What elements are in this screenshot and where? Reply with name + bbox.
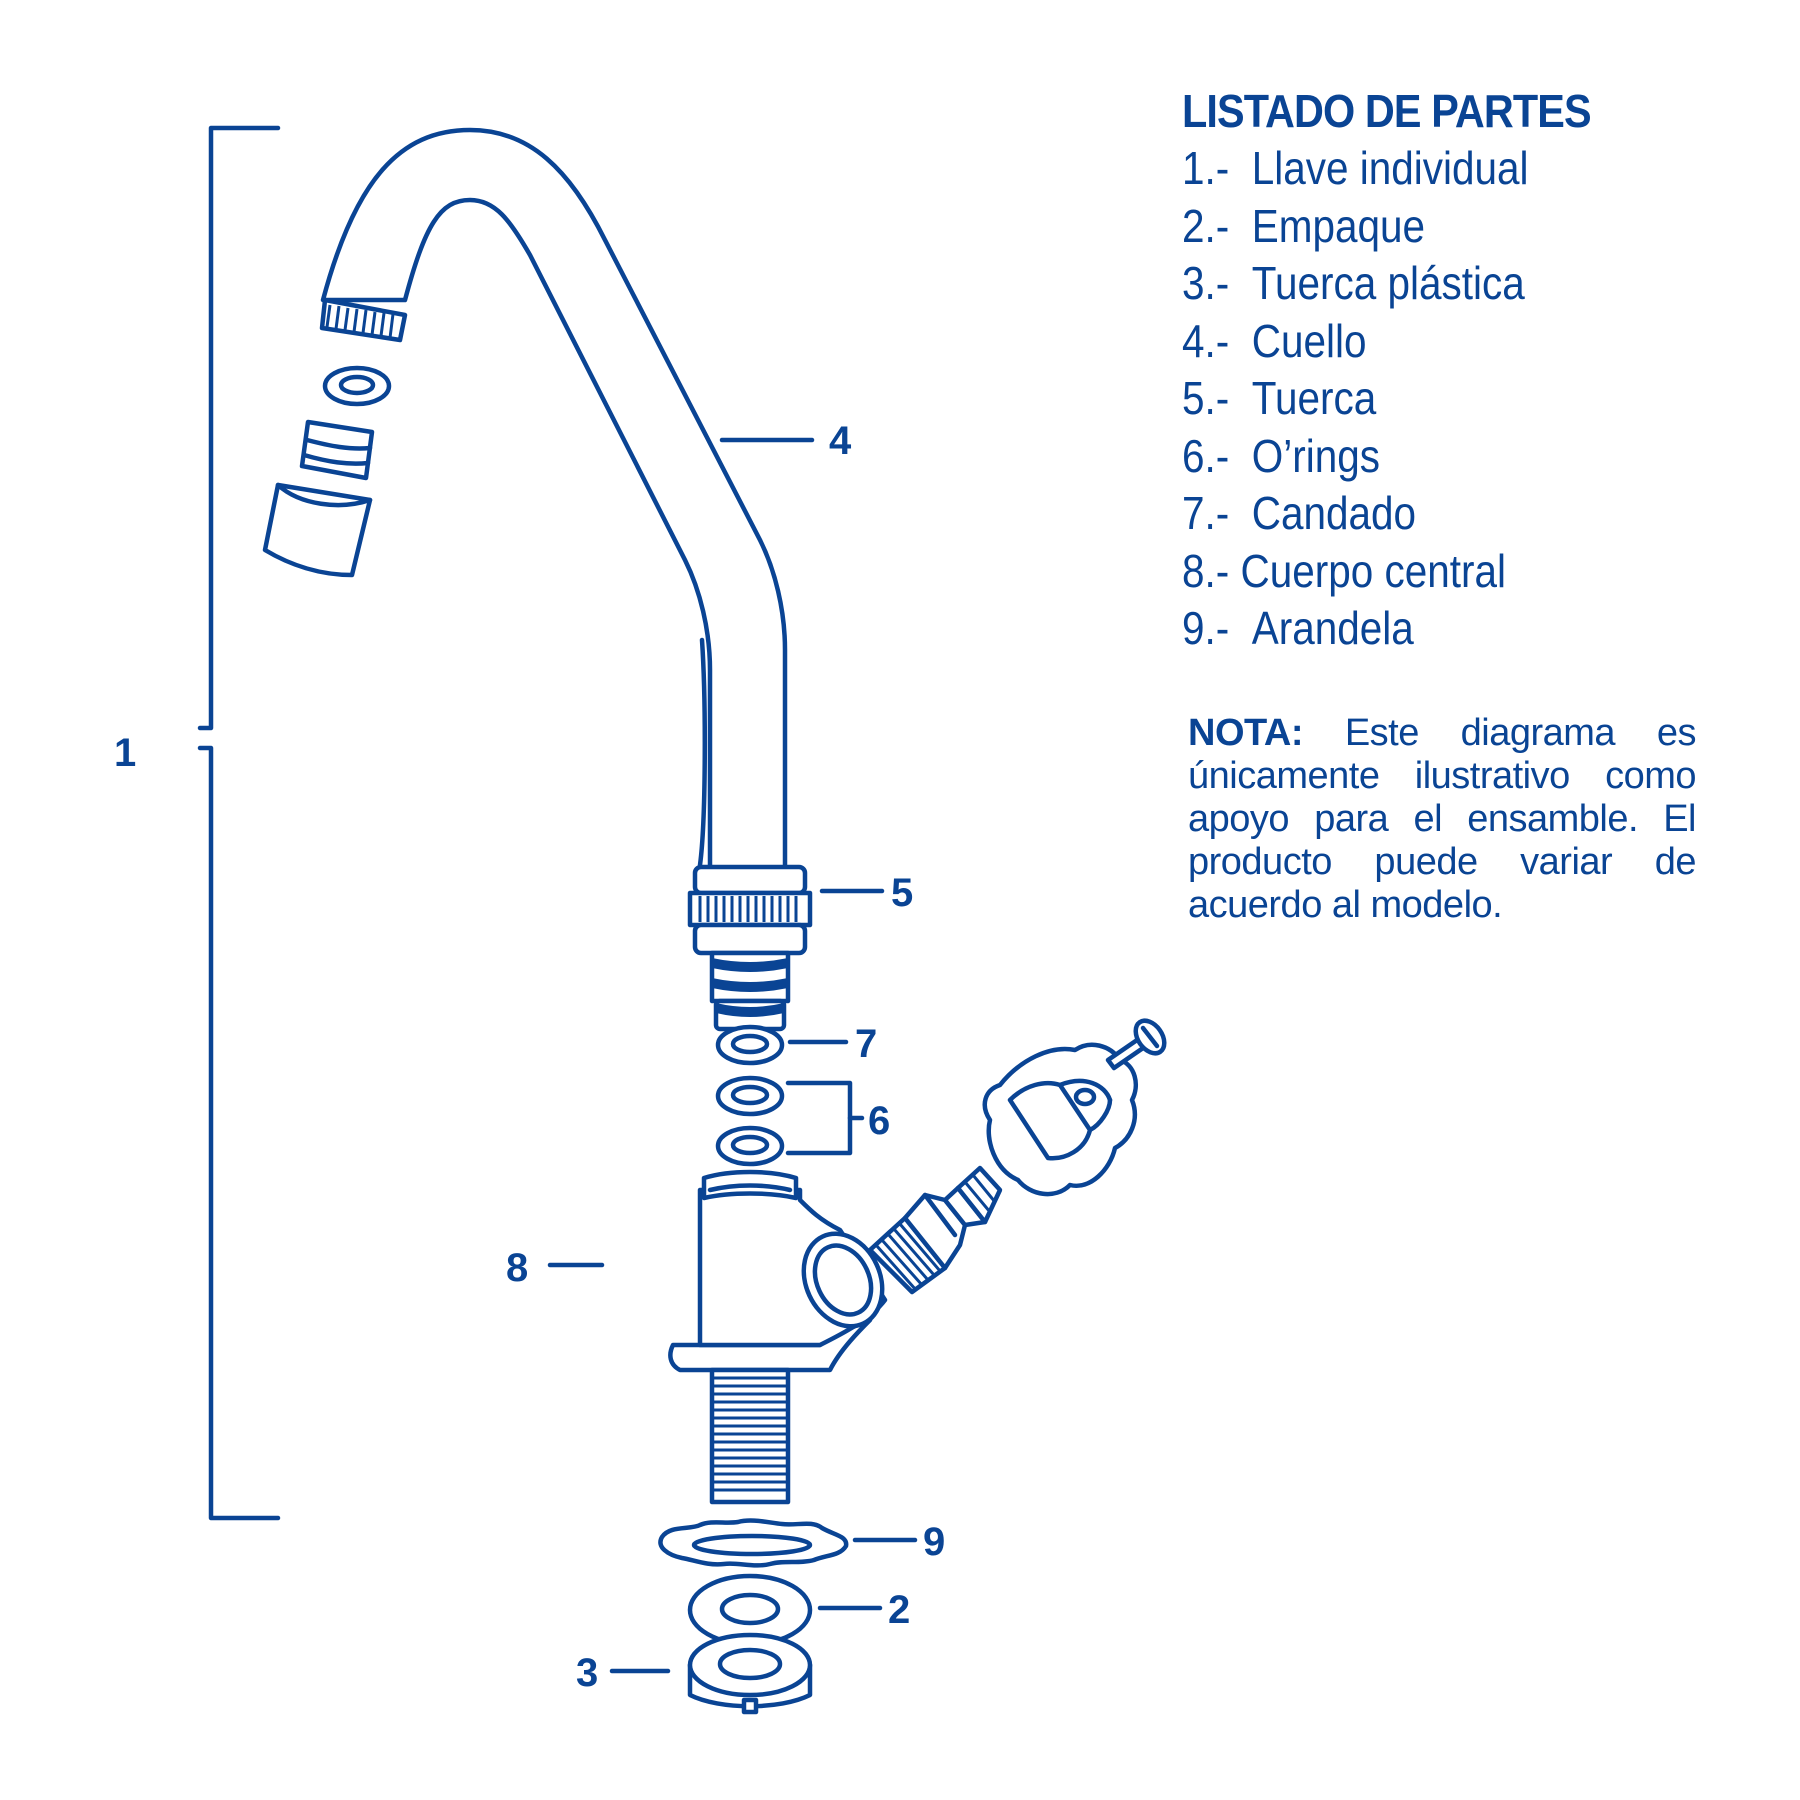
parts-list: LISTADO DE PARTES 1.- Llave individual 2…: [1182, 84, 1742, 658]
valve-cartridge: [867, 1165, 1003, 1295]
callout-6: 6: [868, 1099, 890, 1143]
part-item: 6.- O’rings: [1182, 429, 1380, 482]
callout-2: 2: [888, 1588, 910, 1632]
screw: [1105, 1018, 1167, 1071]
parts-list-items: 1.- Llave individual 2.- Empaque 3.- Tue…: [1182, 140, 1742, 658]
gasket: [687, 1573, 813, 1647]
callout-1: 1: [114, 731, 136, 775]
washer: [658, 1518, 849, 1568]
callout-3: 3: [576, 1651, 598, 1695]
part-item: 4.- Cuello: [1182, 314, 1367, 367]
nut: [687, 864, 813, 956]
callout-labels: 1 4 5 7 6 8 9 2 3: [114, 419, 945, 1695]
part-item: 9.- Arandela: [1182, 602, 1414, 654]
part-item: 3.- Tuerca plástica: [1182, 257, 1525, 309]
plastic-nut: [687, 1632, 813, 1715]
assembly-bracket: [197, 125, 281, 1521]
callout-4: 4: [829, 419, 852, 463]
callout-5: 5: [891, 871, 913, 915]
part-item: 5.- Tuerca: [1182, 372, 1377, 424]
callout-8: 8: [506, 1246, 528, 1290]
callout-7: 7: [855, 1022, 877, 1066]
note-text: Este diagrama es únicamente ilustrativo …: [1188, 712, 1697, 926]
lock-ring: [715, 1024, 785, 1066]
part-item: 2.- Empaque: [1182, 199, 1426, 252]
aerator-cap: [262, 482, 373, 578]
part-item: 1.- Llave individual: [1182, 142, 1529, 194]
o-rings: [715, 1075, 785, 1167]
neck-base-orings: [709, 950, 791, 1032]
parts-list-title: LISTADO DE PARTES: [1182, 85, 1592, 137]
part-item: 8.- Cuerpo central: [1182, 544, 1507, 597]
threaded-shank: [709, 1367, 791, 1505]
aerator-screen: [299, 419, 375, 481]
faucet-neck: [319, 127, 788, 873]
handle-knob: [982, 1042, 1138, 1197]
callout-9: 9: [923, 1520, 945, 1564]
note-label: NOTA:: [1188, 712, 1304, 754]
part-item: 7.- Candado: [1182, 487, 1417, 539]
main-body: [668, 1169, 888, 1373]
aerator-washer: [322, 365, 392, 407]
note: NOTA: Este diagrama es únicamente ilustr…: [1188, 712, 1697, 927]
callout-leaders: [547, 437, 918, 1674]
